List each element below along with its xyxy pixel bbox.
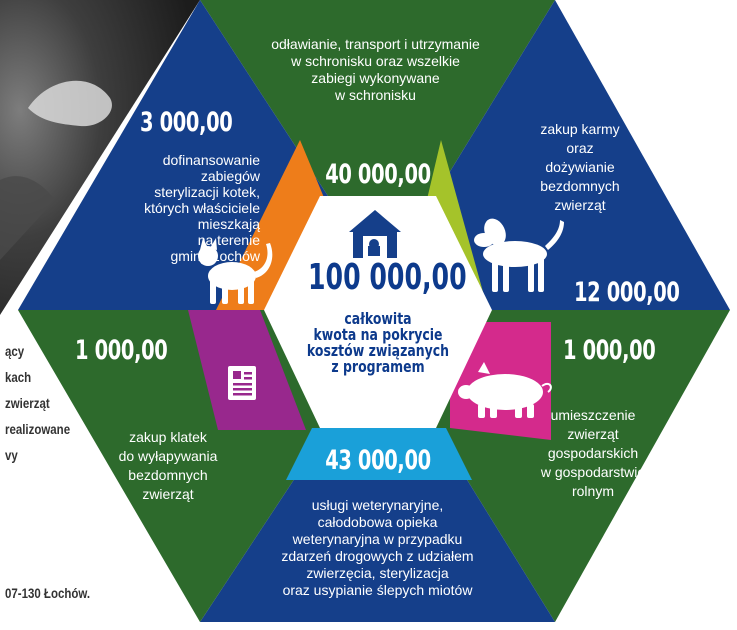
bottom-segment-amount: 43 000,00 bbox=[325, 445, 431, 476]
top-left-segment-text: dofinansowanie zabiegów sterylizacji kot… bbox=[144, 152, 260, 264]
wedge-bottom bbox=[200, 428, 555, 622]
top-segment-text: odławianie, transport i utrzymanie w sch… bbox=[271, 36, 480, 103]
left-fragment-line-2: kach bbox=[5, 369, 32, 385]
wedge-top bbox=[200, 0, 555, 196]
left-fragment-line-5: vy bbox=[5, 447, 18, 463]
document-icon bbox=[228, 366, 256, 400]
bottom-left-segment-text: zakup klatek do wyłapywania bezdomnych z… bbox=[118, 429, 218, 502]
wedge-top-right bbox=[435, 0, 730, 310]
total-description: całkowita kwota na pokrycie kosztów zwią… bbox=[306, 309, 450, 376]
pig-icon bbox=[458, 362, 552, 418]
total-amount: 100 000,00 bbox=[308, 257, 467, 298]
bottom-left-segment-amount: 1 000,00 bbox=[75, 335, 168, 366]
top-segment-amount: 40 000,00 bbox=[325, 159, 431, 190]
left-fragment-line-1: ący bbox=[5, 343, 25, 359]
left-fragment-line-4: realizowane bbox=[5, 421, 71, 437]
inner-bottom bbox=[286, 428, 472, 480]
photo-background bbox=[0, 0, 200, 315]
center-hexagon bbox=[264, 196, 492, 428]
left-fragment-address: 07-130 Łochów. bbox=[5, 585, 91, 601]
dog-icon bbox=[474, 218, 564, 292]
wedge-top-left bbox=[18, 0, 328, 310]
left-fragment-line-3: zwierząt bbox=[5, 395, 50, 411]
house-dog-icon bbox=[349, 210, 401, 258]
bottom-segment-text: usługi weterynaryjne, całodobowa opieka … bbox=[281, 497, 474, 598]
top-left-segment-amount: 3 000,00 bbox=[140, 107, 233, 138]
bottom-right-segment-text: umieszczenie zwierząt gospodarskich w go… bbox=[540, 407, 646, 499]
top-right-segment-text: zakup karmy oraz dożywianie bezdomnych z… bbox=[540, 121, 620, 213]
cat-icon bbox=[198, 238, 273, 304]
top-right-segment-amount: 12 000,00 bbox=[574, 277, 680, 308]
bottom-right-segment-amount: 1 000,00 bbox=[563, 335, 656, 366]
